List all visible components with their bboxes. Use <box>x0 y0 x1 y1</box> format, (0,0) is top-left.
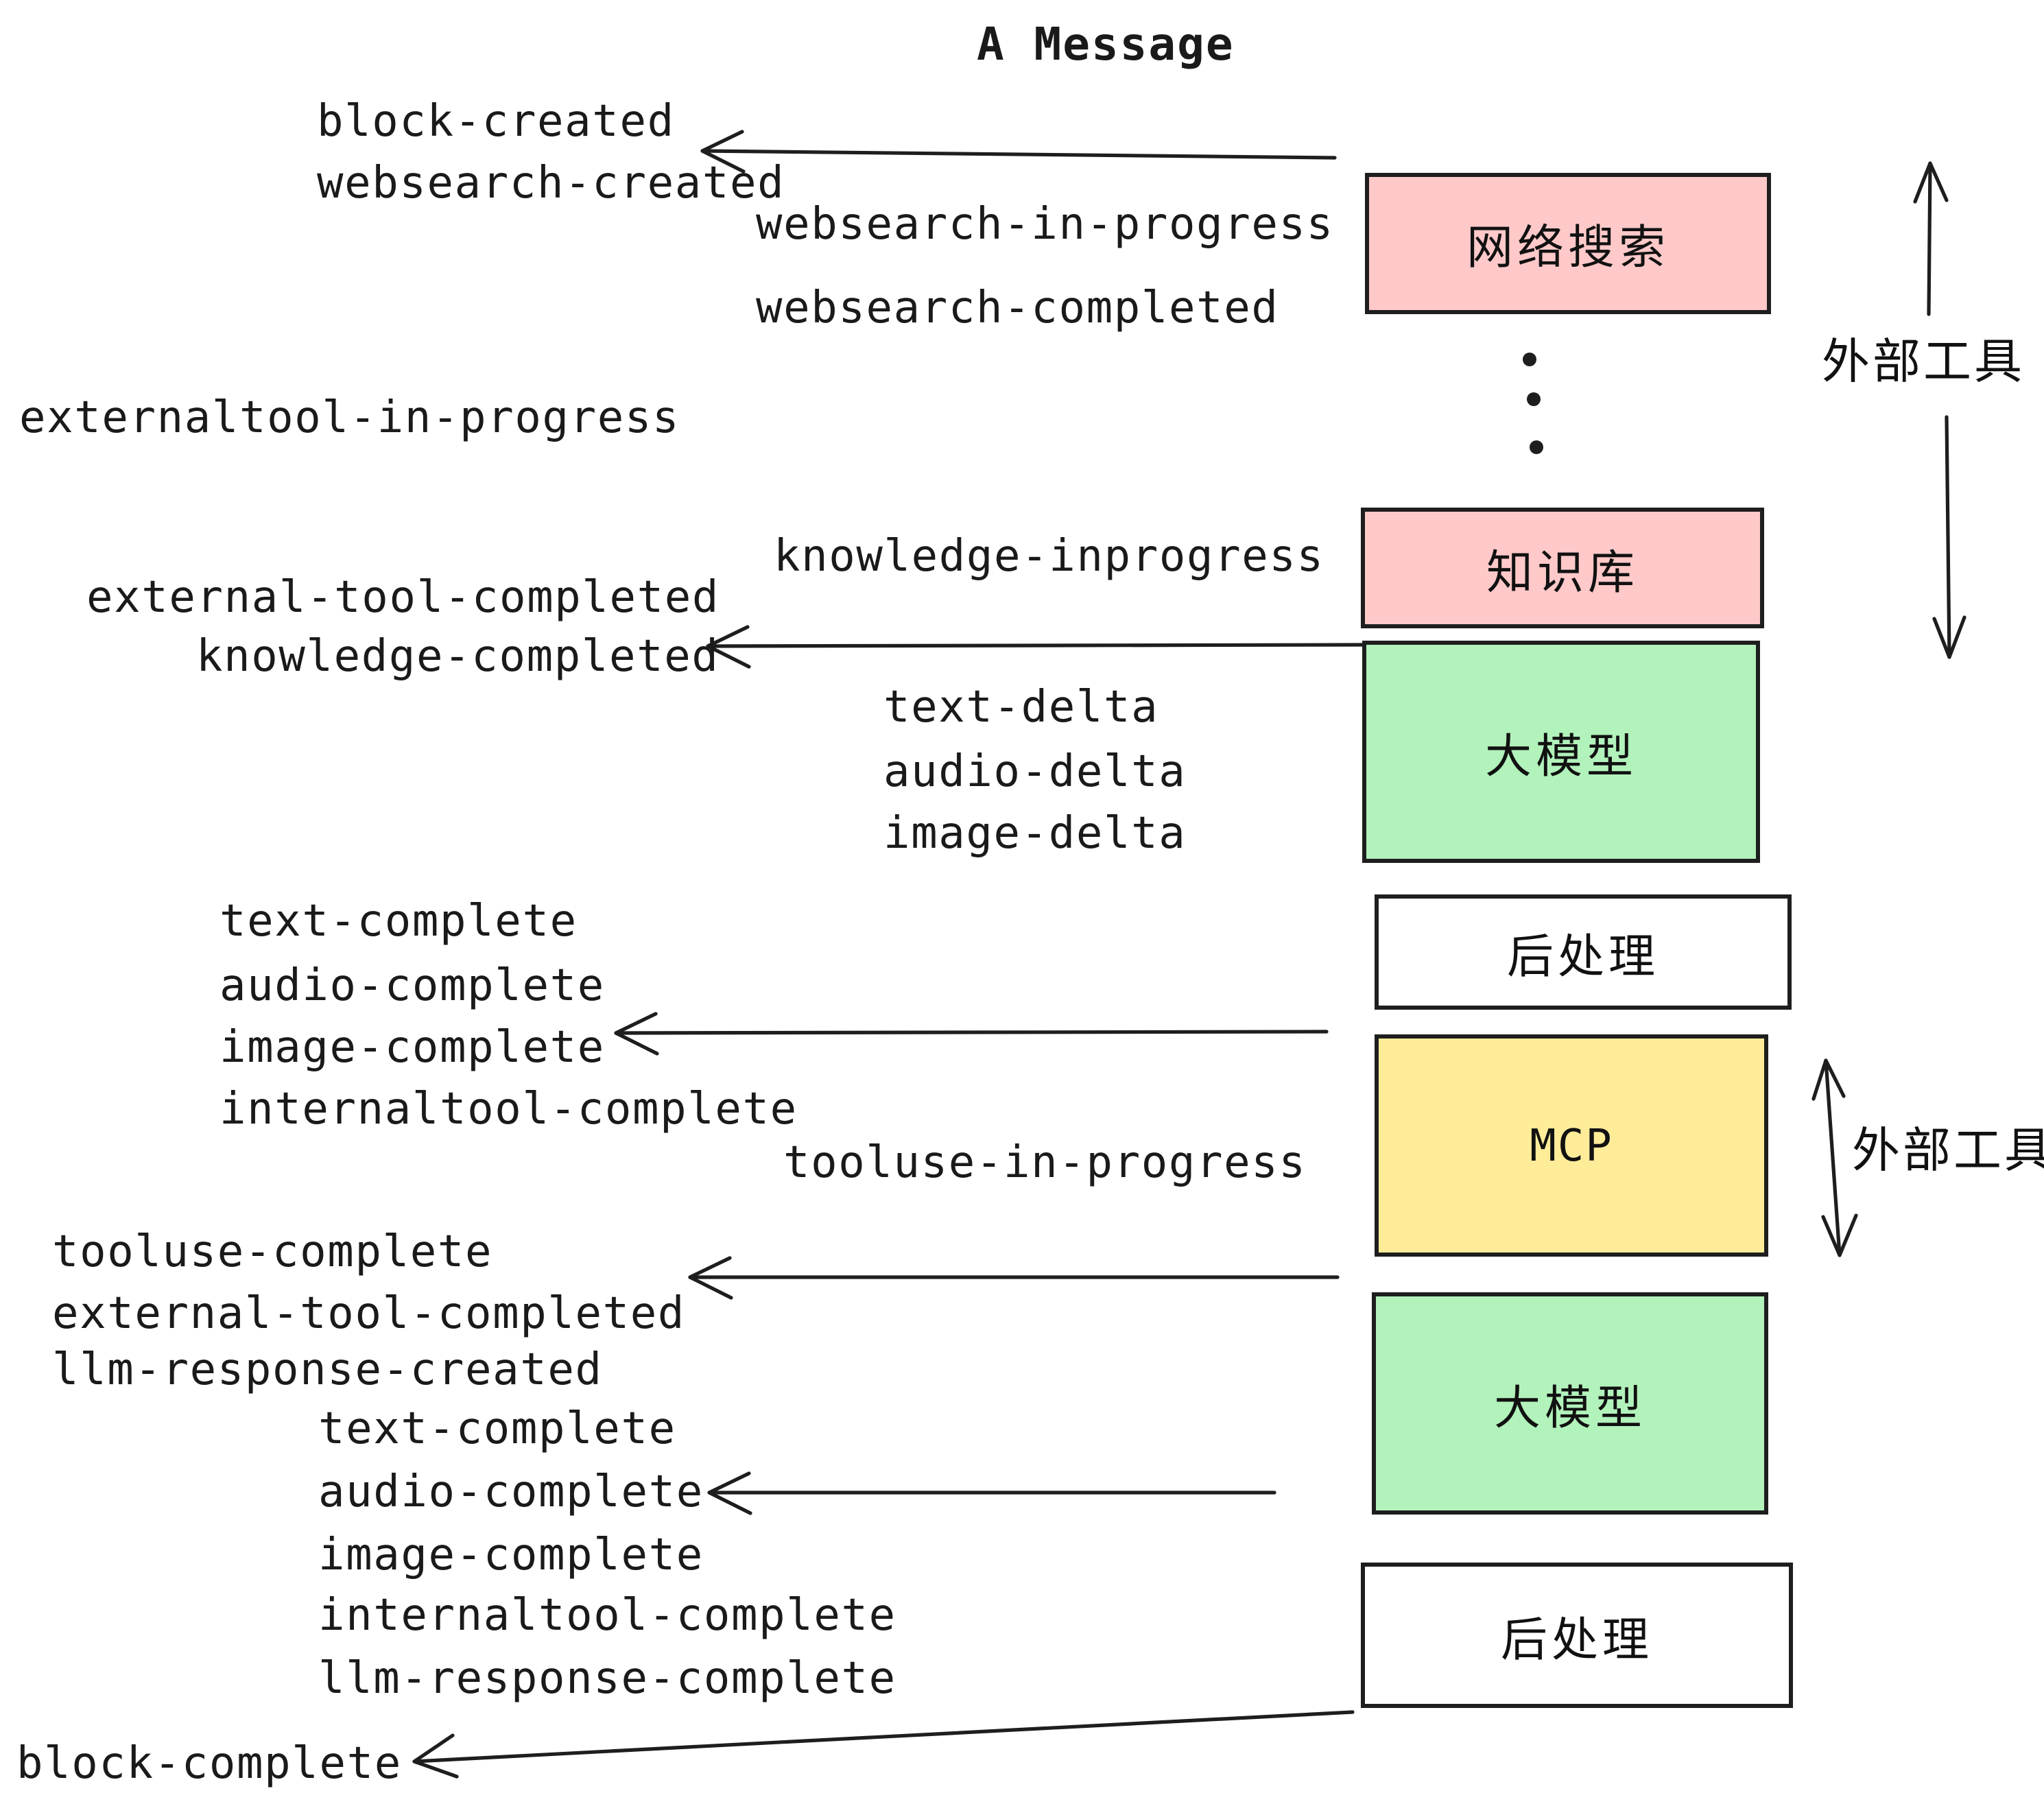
box-llm-1-label: 大模型 <box>1485 731 1637 783</box>
event-websearch-completed: websearch-completed <box>756 281 1279 333</box>
box-websearch-label: 网络搜索 <box>1466 222 1669 274</box>
event-knowledge-completed: knowledge-completed <box>196 630 720 682</box>
event-internaltool-complete-2: internaltool-complete <box>318 1589 896 1641</box>
arrow-to-block-complete <box>412 1710 1355 1779</box>
event-externaltool-in-progress: externaltool-in-progress <box>19 391 680 443</box>
arrow-to-image-complete <box>614 1012 1329 1056</box>
box-llm-2-label: 大模型 <box>1494 1382 1646 1434</box>
side-label-external-tools-bottom: 外部工具 <box>1852 1124 2044 1178</box>
event-llm-response-complete: llm-response-complete <box>318 1652 896 1704</box>
side-label-external-tools-top: 外部工具 <box>1822 335 2025 389</box>
box-mcp-label: MCP <box>1530 1119 1613 1172</box>
box-postprocess-1-label: 后处理 <box>1507 931 1659 983</box>
diagram-title: A Message <box>977 17 1235 71</box>
arrow-to-audio-complete <box>707 1471 1276 1515</box>
event-text-delta-1: text-delta <box>883 680 1159 733</box>
box-llm-1: 大模型 <box>1362 641 1760 863</box>
event-audio-complete-1: audio-complete <box>219 959 605 1011</box>
event-llm-response-created: llm-response-created <box>52 1343 603 1395</box>
event-knowledge-inprogress: knowledge-inprogress <box>774 530 1324 582</box>
event-external-tool-completed-2: external-tool-completed <box>52 1287 686 1339</box>
event-websearch-created: websearch-created <box>317 156 785 209</box>
arrow-to-websearch-created <box>700 130 1337 174</box>
box-knowledge: 知识库 <box>1361 508 1764 628</box>
event-image-complete-1: image-complete <box>219 1021 605 1073</box>
ellipsis-dots <box>1523 353 1543 454</box>
event-websearch-in-progress: websearch-in-progress <box>756 198 1334 250</box>
event-tooluse-in-progress: tooluse-in-progress <box>783 1136 1307 1188</box>
event-block-complete: block-complete <box>16 1737 402 1789</box>
event-tooluse-complete: tooluse-complete <box>52 1225 493 1277</box>
box-postprocess-2-label: 后处理 <box>1501 1614 1653 1666</box>
event-block-created: block-created <box>317 95 675 147</box>
arrow-to-knowledge-completed <box>706 625 1370 669</box>
box-knowledge-label: 知识库 <box>1486 547 1639 599</box>
arrow-to-tooluse-complete <box>688 1256 1340 1300</box>
external-tools-double-arrow-bottom <box>1811 1058 1858 1257</box>
event-text-complete-2: text-complete <box>318 1402 676 1454</box>
box-llm-2: 大模型 <box>1372 1292 1768 1515</box>
box-websearch: 网络搜索 <box>1365 173 1771 314</box>
event-image-complete-2: image-complete <box>318 1528 704 1580</box>
event-external-tool-completed-1: external-tool-completed <box>86 571 720 623</box>
event-audio-delta-1: audio-delta <box>883 745 1187 797</box>
external-tools-double-arrow-top <box>1913 161 1966 659</box>
event-image-delta-1: image-delta <box>883 807 1187 859</box>
event-internaltool-complete-1: internaltool-complete <box>219 1082 798 1135</box>
box-postprocess-2: 后处理 <box>1361 1563 1793 1708</box>
box-mcp: MCP <box>1375 1034 1768 1257</box>
event-audio-complete-2: audio-complete <box>318 1465 704 1517</box>
box-postprocess-1: 后处理 <box>1375 894 1792 1010</box>
event-text-complete-1: text-complete <box>219 894 578 947</box>
